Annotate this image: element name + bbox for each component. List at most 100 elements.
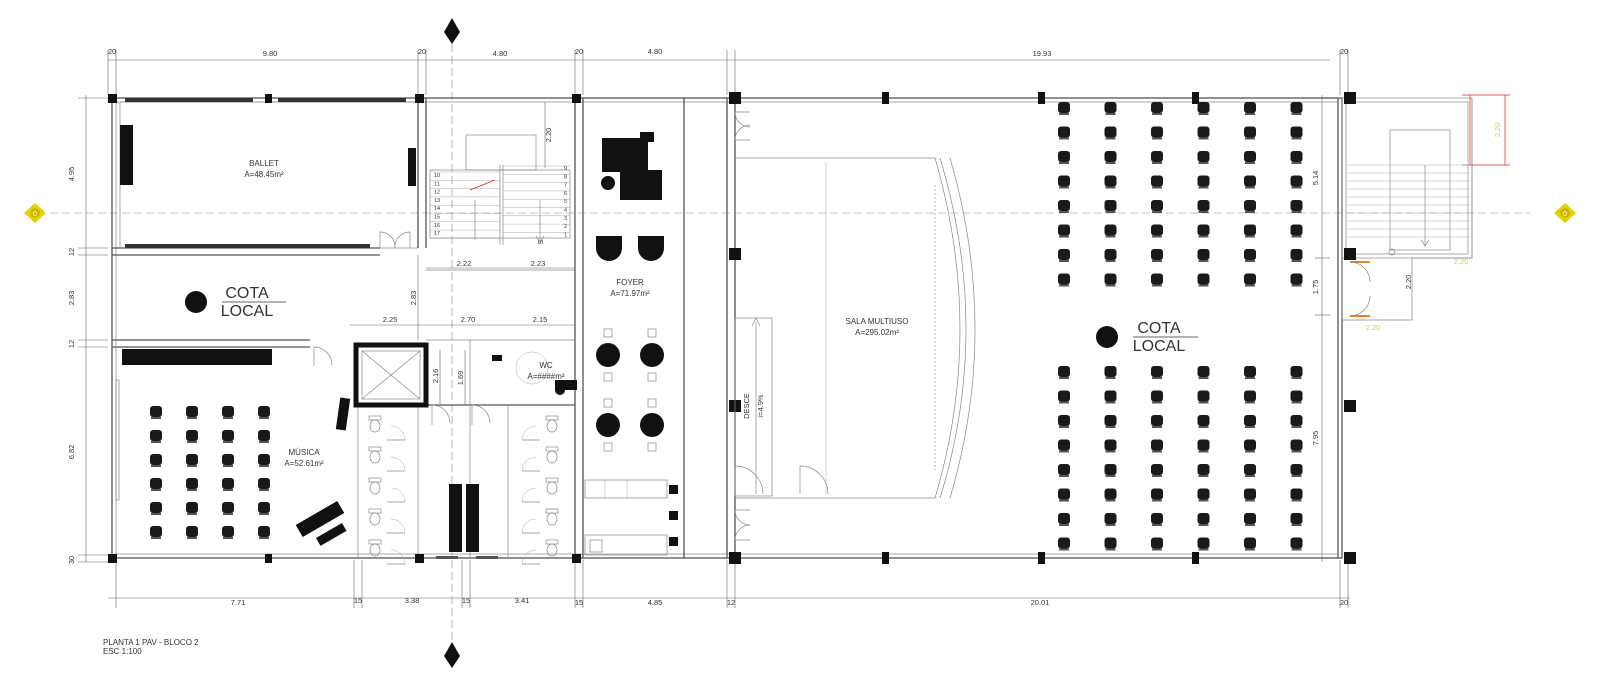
sala-seat xyxy=(1290,151,1303,164)
section-marker-bottom-icon xyxy=(444,642,460,668)
dim-right-2: 7.95 xyxy=(1311,431,1320,446)
dim-w215: 2.15 xyxy=(533,315,548,324)
sala-seat xyxy=(1104,151,1117,164)
columns xyxy=(108,92,1356,564)
sala-seat xyxy=(1244,151,1256,164)
sala-seat xyxy=(1197,200,1210,213)
musica-chair xyxy=(258,454,270,467)
cota-right-line2: LOCAL xyxy=(1133,338,1186,355)
room-ballet: BALLET A=48.45m² xyxy=(120,98,416,249)
dim-w225: 2.25 xyxy=(383,315,398,324)
sala-seat xyxy=(1244,366,1256,379)
cota-left-line1: COTA xyxy=(225,285,269,302)
ballet-bench-left xyxy=(120,125,133,185)
sala-seat xyxy=(1104,102,1117,115)
musica-chair xyxy=(150,430,162,443)
sala-seat xyxy=(1058,249,1070,262)
sala-seat xyxy=(1197,224,1210,238)
musica-chair xyxy=(150,502,162,515)
sala-seat xyxy=(1151,102,1163,115)
musica-chair xyxy=(150,526,162,539)
foyer-name: FOYER xyxy=(616,278,644,287)
dim-top-7: 20 xyxy=(1340,47,1348,56)
dimension-texts: 20 9.80 20 4.80 20 4.80 19.93 20 7.71 15… xyxy=(67,47,1413,607)
musica-board xyxy=(122,349,272,365)
dim-right-1: 1.75 xyxy=(1311,280,1320,295)
sala-seat xyxy=(1104,366,1117,379)
dim-left-0: 4.95 xyxy=(67,167,76,182)
dim-v169: 1.69 xyxy=(456,371,465,386)
sala-seat xyxy=(1244,175,1256,189)
dim-bottom-9: 20 xyxy=(1340,598,1348,607)
musica-chair xyxy=(186,430,198,443)
stair-step-number: 14 xyxy=(434,206,440,212)
musica-chair xyxy=(186,406,198,419)
dim-bottom-1: 15 xyxy=(354,596,362,605)
dim-ext-h220a: 2.20 xyxy=(1454,257,1469,266)
ramp-slope: i=4.9% xyxy=(756,394,765,417)
sala-seat xyxy=(1151,126,1163,140)
sala-seat xyxy=(1151,537,1163,551)
drawing-caption: PLANTA 1 PAV - BLOCO 2 ESC 1:100 xyxy=(103,638,199,656)
sala-seat xyxy=(1290,439,1303,453)
sala-seat xyxy=(1151,151,1163,164)
musica-chair xyxy=(258,430,270,443)
musica-chair xyxy=(186,478,198,491)
sala-seat xyxy=(1104,200,1117,213)
sala-seat xyxy=(1244,415,1256,428)
foyer-table xyxy=(596,398,620,452)
ramp-name: DESCE xyxy=(742,393,751,419)
wc-toilet xyxy=(368,508,406,534)
musica-chair xyxy=(186,454,198,467)
walls xyxy=(111,97,1473,559)
foyer-area: A=71.97m² xyxy=(610,289,650,298)
sala-seat xyxy=(1197,102,1210,115)
sala-seat xyxy=(1104,390,1117,404)
sala-seat xyxy=(1104,513,1117,526)
musica-chair xyxy=(258,526,270,539)
sala-seat xyxy=(1151,415,1163,428)
section-axes: 0 0 xyxy=(24,18,1576,668)
wc-toilet xyxy=(521,446,559,472)
sala-seat xyxy=(1104,126,1117,140)
sala-seat xyxy=(1058,488,1070,502)
dim-left-4: 6.82 xyxy=(67,445,76,460)
sala-seat xyxy=(1197,273,1210,287)
musica-chair xyxy=(222,526,234,539)
musica-piano-2 xyxy=(295,500,345,538)
dim-top-6: 19.93 xyxy=(1033,49,1052,58)
foyer-table xyxy=(640,328,664,382)
sala-seat xyxy=(1151,273,1163,287)
sala-seat xyxy=(1290,249,1303,262)
sala-seat xyxy=(1244,102,1256,115)
sala-seat xyxy=(1290,464,1303,477)
sala-seat xyxy=(1244,224,1256,238)
foyer-reception-desk xyxy=(602,138,648,172)
stair-step-number: 3 xyxy=(564,216,567,222)
dim-bottom-6: 4.85 xyxy=(648,598,663,607)
stair-step-number: 17 xyxy=(434,231,440,237)
dim-top-0: 20 xyxy=(108,47,116,56)
dim-bottom-8: 20.01 xyxy=(1031,598,1050,607)
stair-step-number: 13 xyxy=(434,198,440,204)
sala-seat xyxy=(1151,513,1163,526)
sala-seat xyxy=(1058,175,1070,189)
dim-ext-h220b: 2.20 xyxy=(1366,323,1381,332)
sala-seat xyxy=(1058,366,1070,379)
foyer-table xyxy=(640,398,664,452)
sala-seat xyxy=(1290,175,1303,189)
wc-toilet xyxy=(368,446,406,472)
stair-step-number: 1 xyxy=(564,232,567,238)
dim-bottom-7: 12 xyxy=(727,598,735,607)
sala-seat xyxy=(1058,439,1070,453)
sala-seat xyxy=(1058,513,1070,526)
section-marker-top-icon xyxy=(444,18,460,44)
sala-seat xyxy=(1197,366,1210,379)
sala-seat xyxy=(1290,102,1303,115)
sala-seat xyxy=(1151,200,1163,213)
sala-seat xyxy=(1058,200,1070,213)
elevator xyxy=(353,342,429,408)
stair-up-label: S xyxy=(536,240,543,245)
sala-seat xyxy=(1290,224,1303,238)
